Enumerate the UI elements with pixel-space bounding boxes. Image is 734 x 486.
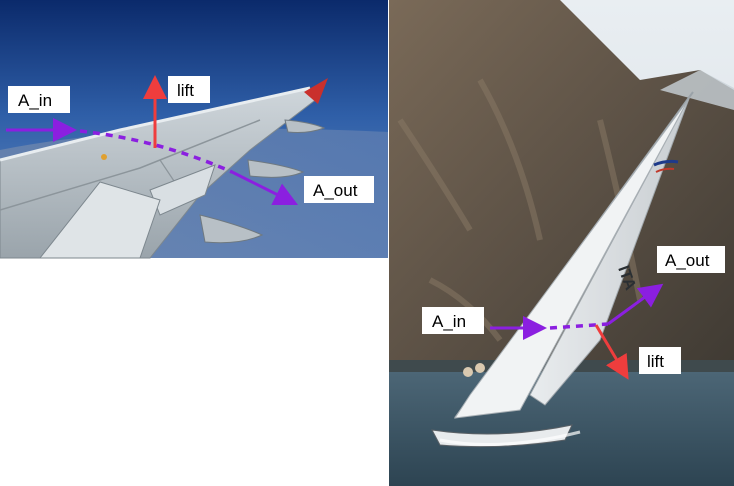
wing-flap: [38, 181, 161, 259]
wing-lift-label: lift: [177, 81, 194, 100]
flap-fairing: [284, 119, 326, 133]
sailboat-photo: ITA: [389, 0, 734, 486]
wake: [439, 430, 581, 446]
wing-outflow-arrow: [231, 170, 299, 206]
wing-panel-line: [0, 119, 261, 211]
flap-fairing: [199, 214, 264, 244]
wing-label-lift: lift: [168, 76, 210, 103]
jib-sail: [453, 99, 689, 419]
sail-flow-path: [549, 322, 609, 330]
wing-label-inflow: A_in: [8, 86, 70, 113]
wing-marking: [101, 154, 107, 160]
wing-outflow-label: A_out: [313, 181, 358, 200]
wing-inflow-label: A_in: [18, 91, 52, 110]
sail-label-outflow: A_out: [657, 246, 725, 273]
sail-lift-arrow: [594, 324, 629, 380]
sail-outflow-arrow: [607, 283, 664, 326]
wing-photo: [0, 0, 388, 259]
sail-flow-annotations: [490, 283, 664, 380]
label-box: [422, 307, 484, 334]
label-box: [8, 86, 70, 113]
sail-inflow-label: A_in: [432, 312, 466, 331]
sailor: [475, 363, 485, 373]
label-box: [304, 176, 374, 203]
sail-label-inflow: A_in: [422, 307, 484, 334]
label-box: [657, 246, 725, 273]
sail-label-lift: lift: [639, 347, 681, 374]
sail-outflow-label: A_out: [665, 251, 710, 270]
winglet: [304, 78, 328, 104]
wing-flow-path: [79, 129, 233, 174]
sailor: [463, 367, 473, 377]
wing-leading-edge: [0, 86, 311, 162]
wing-flow-annotations: [6, 75, 299, 206]
distant-ridge: [660, 70, 734, 110]
label-box: [168, 76, 210, 103]
flap-fairing: [247, 159, 305, 178]
rock-texture: [397, 78, 643, 342]
sail-logo: [653, 159, 679, 167]
sail-logo: [655, 167, 675, 173]
wing-label-outflow: A_out: [304, 176, 374, 203]
sail-lift-label: lift: [647, 352, 664, 371]
label-box: [639, 347, 681, 374]
mountain: [389, 0, 734, 375]
